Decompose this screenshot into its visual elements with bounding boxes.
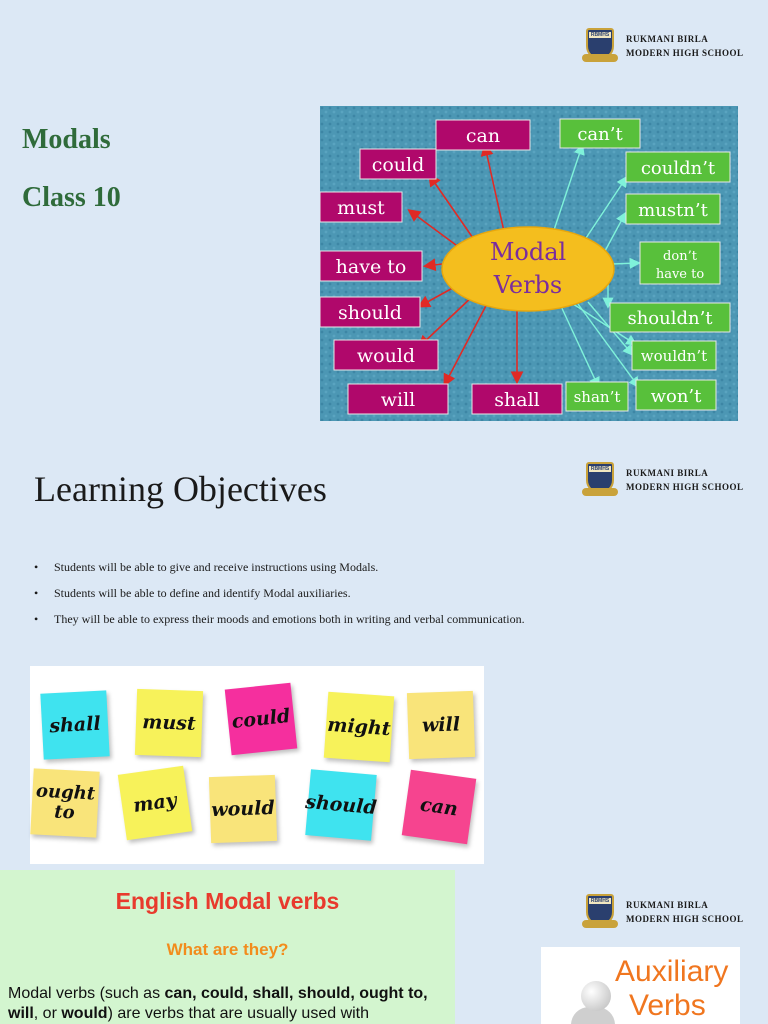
aux-line1: Auxiliary <box>615 955 729 988</box>
note-would: would <box>208 774 278 844</box>
green-panel: English Modal verbs What are they? Modal… <box>0 870 455 1024</box>
label-would: would <box>357 345 415 367</box>
label-should: should <box>338 302 402 324</box>
note-might: might <box>323 691 395 763</box>
label-mustnt: mustn’t <box>638 200 708 221</box>
body-bold-2: will <box>8 1005 34 1022</box>
label-couldnt: couldn’t <box>641 158 716 179</box>
label-can: can <box>466 125 500 147</box>
center-ellipse <box>441 226 615 312</box>
objective-item: Students will be able to give and receiv… <box>34 554 544 580</box>
school-name: RUKMANI BIRLA MODERN HIGH SCHOOL <box>626 32 744 60</box>
label-shall: shall <box>494 389 539 411</box>
note-ought-to: ought to <box>30 768 100 838</box>
slide-modals-title: RBMHS RUKMANI BIRLA MODERN HIGH SCHOOL M… <box>0 0 768 440</box>
aux-line2: Verbs <box>629 989 706 1022</box>
label-will: will <box>381 389 416 411</box>
label-cant: can’t <box>577 124 623 145</box>
school-crest-icon: RBMHS <box>582 26 618 66</box>
body-text-2: , or <box>33 1005 62 1022</box>
slide-subtitle: Class 10 <box>22 182 121 213</box>
figure-body-icon <box>571 1007 615 1024</box>
note-must: must <box>134 688 204 758</box>
box-cant <box>559 118 641 149</box>
school-name-line1: RUKMANI BIRLA <box>626 34 709 44</box>
note-may: may <box>117 765 193 841</box>
label-wont: won’t <box>651 386 703 407</box>
box-wouldnt <box>631 340 717 371</box>
box-shouldnt <box>609 302 731 333</box>
school-name: RUKMANI BIRLA MODERN HIGH SCHOOL <box>626 466 744 494</box>
body-bold-1: can, could, shall, should, ought to, <box>164 985 428 1002</box>
box-dont-have-to <box>639 241 721 285</box>
school-name: RUKMANI BIRLA MODERN HIGH SCHOOL <box>626 898 744 926</box>
label-have-to: have to <box>336 256 407 278</box>
figure-head-icon <box>581 981 611 1011</box>
box-have-to <box>320 250 423 282</box>
box-couldnt <box>625 151 731 183</box>
label-must: must <box>337 197 385 219</box>
school-name-line2: MODERN HIGH SCHOOL <box>626 482 744 492</box>
school-logo: RBMHS RUKMANI BIRLA MODERN HIGH SCHOOL <box>582 26 744 66</box>
red-arrows <box>407 142 524 387</box>
auxiliary-verbs-label: Auxiliary Verbs <box>615 955 728 1023</box>
school-logo: RBMHS RUKMANI BIRLA MODERN HIGH SCHOOL <box>582 460 744 500</box>
box-must <box>320 191 403 223</box>
slide-title: Modals <box>22 124 111 155</box>
box-shant <box>565 381 629 412</box>
objectives-list: Students will be able to give and receiv… <box>34 554 544 632</box>
label-dont-have-to: have to <box>656 267 705 282</box>
label-shant: shan’t <box>574 388 621 406</box>
note-could: could <box>224 682 298 756</box>
school-name-line1: RUKMANI BIRLA <box>626 468 709 478</box>
modal-verbs-diagram: Modal Verbs can could must have to shoul… <box>320 106 738 421</box>
label-wouldnt: wouldn’t <box>641 347 707 365</box>
body-text-3: ) are verbs that are usually used with <box>107 1005 370 1022</box>
box-shall <box>471 383 563 415</box>
box-should <box>320 296 421 328</box>
slide-body-text: Modal verbs (such as can, could, shall, … <box>8 984 448 1024</box>
sticky-notes-image: shall must could might will ought to may… <box>30 666 484 864</box>
slide-title: English Modal verbs <box>115 888 340 914</box>
school-crest-icon: RBMHS <box>582 892 618 932</box>
note-will: will <box>406 690 476 760</box>
note-should: should <box>304 769 378 841</box>
auxiliary-verbs-image: Auxiliary Verbs <box>541 947 740 1024</box>
center-label-line1: Modal <box>490 238 566 266</box>
box-can <box>435 119 531 151</box>
body-bold-3: would <box>61 1005 108 1022</box>
slide-subtitle: What are they? <box>166 940 289 959</box>
box-will <box>347 383 449 415</box>
cyan-arrows <box>551 143 641 389</box>
slide-title: Learning Objectives <box>34 469 327 509</box>
school-logo: RBMHS RUKMANI BIRLA MODERN HIGH SCHOOL <box>582 892 744 932</box>
box-would <box>333 339 439 371</box>
school-name-line1: RUKMANI BIRLA <box>626 900 709 910</box>
label-could: could <box>372 154 425 176</box>
slide-learning-objectives: RBMHS RUKMANI BIRLA MODERN HIGH SCHOOL L… <box>0 440 768 870</box>
label-dont: don’t <box>663 249 698 264</box>
box-mustnt <box>625 193 721 225</box>
label-shouldnt: shouldn’t <box>627 308 713 329</box>
objective-item: They will be able to express their moods… <box>34 606 544 632</box>
slide-english-modal-verbs: English Modal verbs What are they? Modal… <box>0 870 768 1024</box>
box-wont <box>635 379 717 411</box>
box-could <box>359 148 437 180</box>
school-name-line2: MODERN HIGH SCHOOL <box>626 914 744 924</box>
center-label-line2: Verbs <box>493 271 562 299</box>
note-can: can <box>401 769 477 845</box>
body-text-1: Modal verbs (such as <box>8 985 165 1002</box>
note-shall: shall <box>40 690 110 760</box>
objective-item: Students will be able to define and iden… <box>34 580 544 606</box>
school-crest-icon: RBMHS <box>582 460 618 500</box>
school-name-line2: MODERN HIGH SCHOOL <box>626 48 744 58</box>
